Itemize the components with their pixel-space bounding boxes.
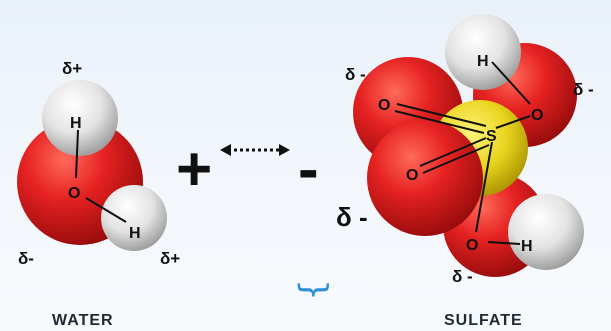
double-arrow-icon (220, 144, 290, 156)
sulfate-atom-o-bottom: O (466, 237, 478, 254)
sulfate-bond-so-lower-2 (422, 144, 490, 174)
interaction-symbols: + - } (176, 135, 334, 301)
sulfate-bond-so-lower-1 (419, 137, 487, 167)
water-charge-bottom-right: δ+ (160, 249, 180, 268)
water-caption: WATER (52, 312, 114, 329)
water-hydrogen-bottom-sphere (101, 185, 167, 251)
water-bond-oh-bottom (85, 197, 127, 223)
sulfate-atom-o-left-lower: O (406, 167, 418, 184)
water-atom-h-top: H (70, 115, 82, 132)
water-hydrogen-top-sphere (42, 80, 118, 156)
water-charge-top: δ+ (62, 59, 82, 78)
sulfate-caption: SULFATE (444, 312, 523, 329)
sulfate-charge-bottom: δ - (452, 267, 473, 286)
sulfate-molecule: H O S O O O H δ - δ - δ - δ - (336, 14, 594, 286)
water-atom-h-bottom: H (129, 225, 141, 242)
water-atom-o: O (68, 185, 80, 202)
sulfate-bond-ho-top (491, 61, 531, 105)
water-molecule: H O H δ+ δ- δ+ (17, 59, 180, 268)
brace-icon: } (294, 279, 334, 301)
plus-sign: + (176, 135, 212, 204)
sulfate-hydrogen-top-sphere (445, 14, 521, 90)
sulfate-hydrogen-bottom-sphere (508, 194, 584, 270)
sulfate-atom-o-left-upper: O (378, 97, 390, 114)
sulfate-atom-h-top: H (477, 53, 489, 70)
sulfate-charge-top-right: δ - (573, 80, 594, 99)
sulfate-charge-top-left: δ - (345, 65, 366, 84)
water-bond-oh-top (75, 129, 79, 179)
sulfate-atom-h-bottom: H (521, 238, 533, 255)
sulfate-oxygen-left-lower-sphere (367, 120, 483, 236)
sulfate-atom-o-top: O (531, 107, 543, 124)
sulfate-bond-so-upper-2 (394, 110, 485, 134)
sulfate-bond-oh-bottom (487, 241, 521, 245)
sulfate-atom-s: S (486, 128, 497, 145)
sulfate-charge-mid-left: δ - (336, 202, 368, 232)
sulfate-bond-so-upper-1 (396, 103, 487, 127)
minus-sign: - (298, 135, 319, 204)
sulfate-bond-so-bottom (475, 141, 493, 233)
water-charge-bottom-left: δ- (18, 249, 34, 268)
sulfate-bond-so-top (495, 115, 531, 129)
